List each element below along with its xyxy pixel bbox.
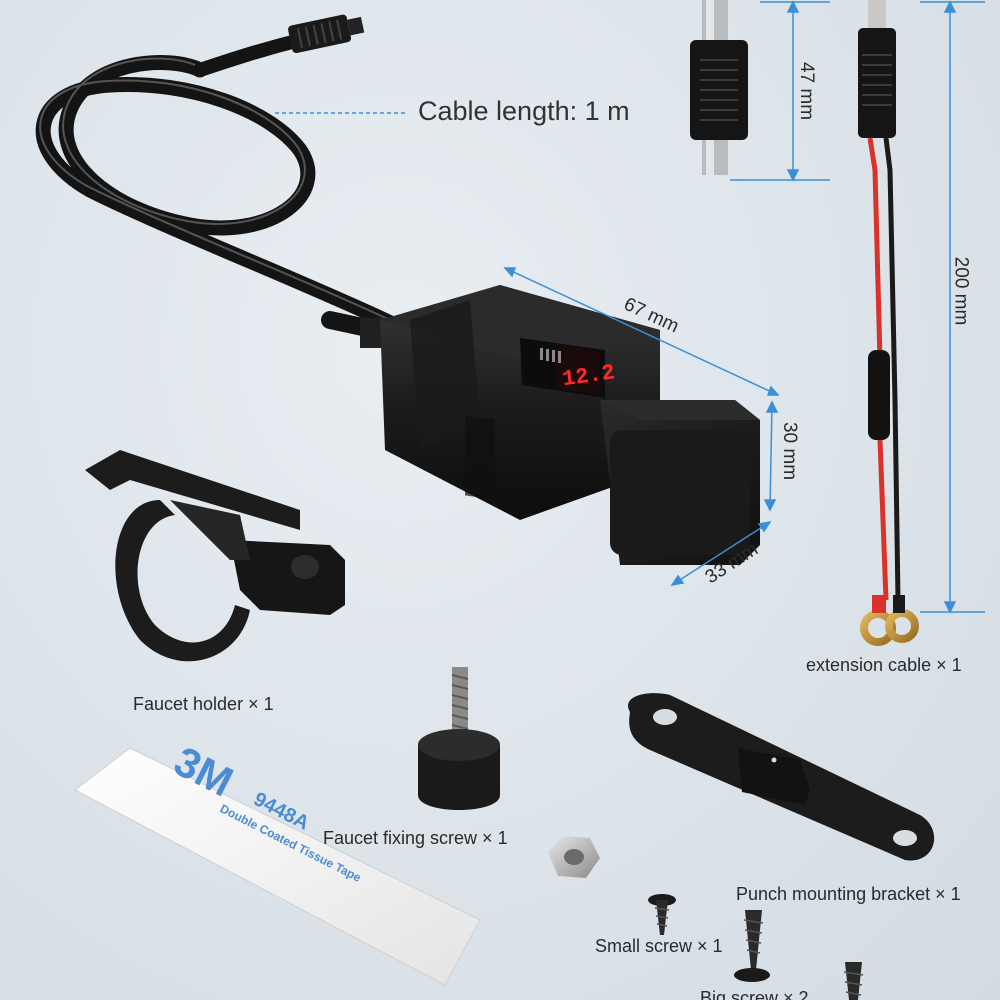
big-screw-label: Big screw × 2 xyxy=(700,988,809,1000)
big-screw-2 xyxy=(843,962,864,1000)
dim-200mm-label: 200 mm xyxy=(950,256,972,326)
hex-nut xyxy=(548,836,600,878)
extension-cable-label: extension cable × 1 xyxy=(806,655,962,675)
big-screw-1 xyxy=(734,910,770,982)
coiled-cable xyxy=(35,33,403,333)
sae-connector-coil xyxy=(288,14,365,54)
dim-200mm-lines xyxy=(920,0,985,614)
extension-cable xyxy=(858,0,919,646)
usb-charger-device xyxy=(321,285,760,565)
dim-30mm-label: 30 mm xyxy=(779,421,801,481)
tape-3m-9448a xyxy=(74,747,481,986)
dim-33mm-lines xyxy=(670,520,772,587)
dim-47mm-lines xyxy=(730,0,830,182)
connector-closeup xyxy=(690,0,748,175)
dim-47mm-label: 47 mm xyxy=(796,61,818,121)
faucet-fixing-screw xyxy=(418,667,500,810)
faucet-holder-clamp xyxy=(85,450,345,662)
small-screw-label: Small screw × 1 xyxy=(595,936,723,956)
faucet-fixing-screw-label: Faucet fixing screw × 1 xyxy=(323,828,508,848)
punch-mounting-bracket-label: Punch mounting bracket × 1 xyxy=(736,884,961,904)
small-screw xyxy=(648,894,676,935)
dim-67mm-lines xyxy=(503,267,780,396)
cable-length-label: Cable length: 1 m xyxy=(418,96,630,126)
faucet-holder-label: Faucet holder × 1 xyxy=(133,694,274,714)
punch-mounting-bracket xyxy=(628,693,935,861)
dim-30mm-lines xyxy=(763,400,779,512)
